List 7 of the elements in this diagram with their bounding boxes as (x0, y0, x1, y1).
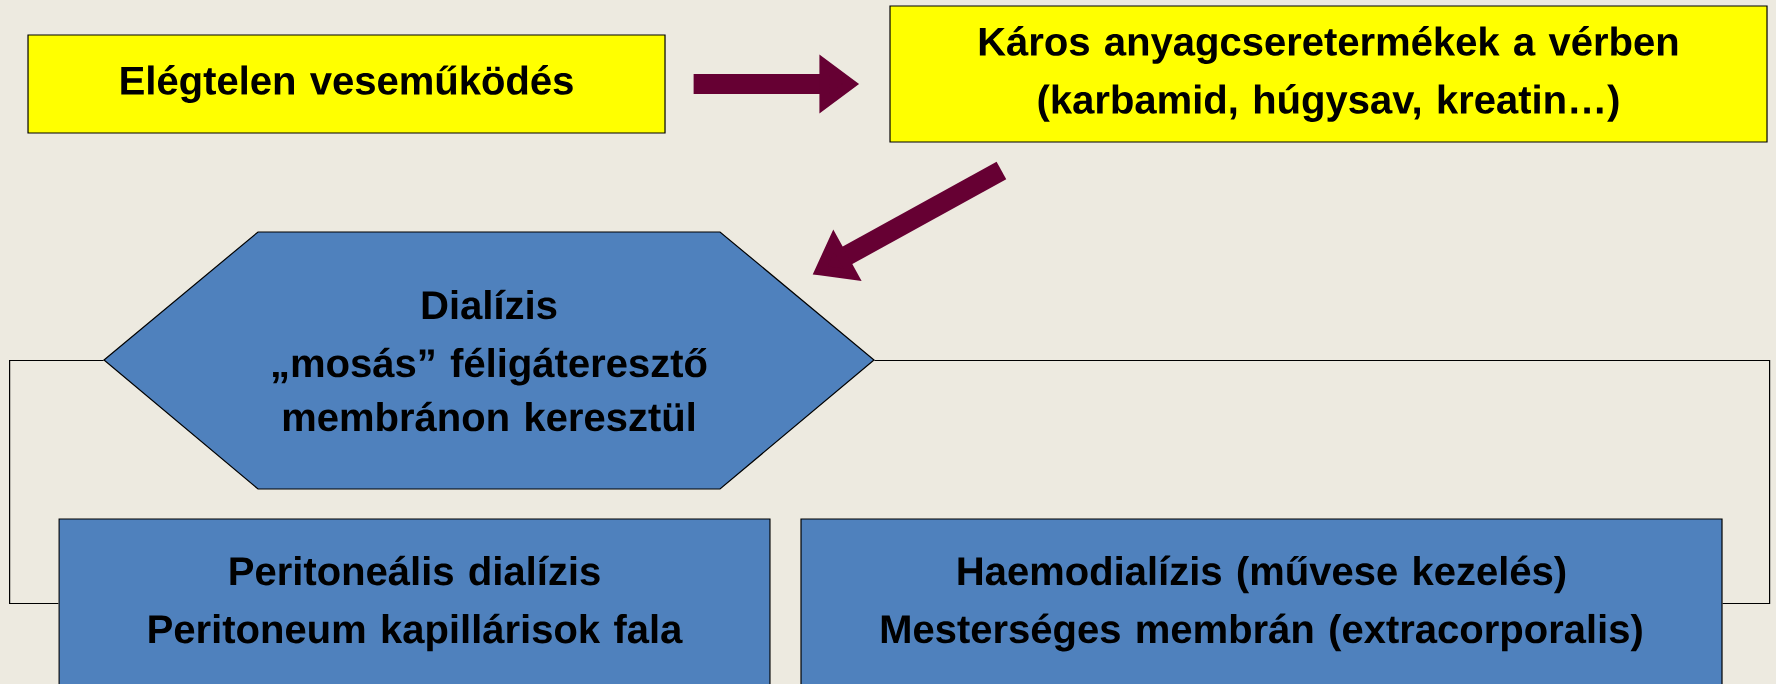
process-box: Káros anyagcseretermékek a vérben (karbamid, húgysav, kreatin…) (889, 5, 1768, 143)
process-box: Haemodialízis (művese kezelés) Mesterséges membrán (extracorporalis) (800, 518, 1723, 684)
connector-line (873, 359, 1771, 605)
process-box: Elégtelen veseműködés (27, 34, 666, 134)
connector-line (9, 359, 105, 605)
hexagon-box: Dialízis „mosás” féligáteresztő membránon keresztül (103, 231, 875, 490)
process-box: Peritoneális dialízis Peritoneum kapillárisok fala (58, 518, 771, 684)
